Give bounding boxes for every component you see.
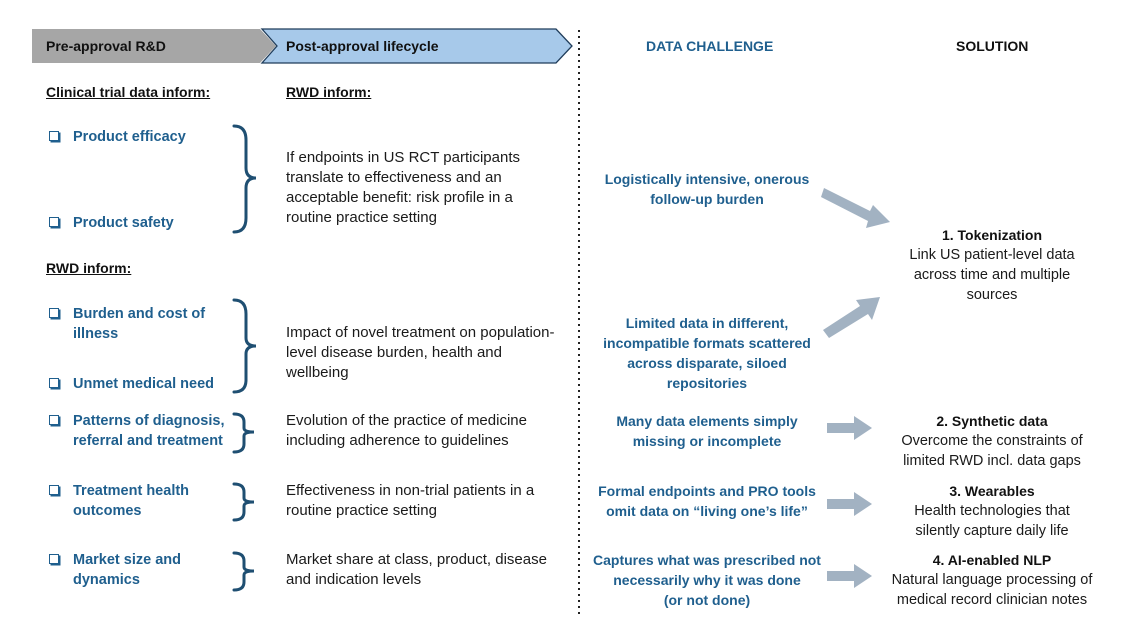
arrow-challenge5-to-nlp — [827, 564, 872, 588]
solution-3-body: Health technologies that silently captur… — [914, 503, 1070, 539]
checkbox-icon — [49, 131, 59, 141]
challenge-2: Limited data in different, incompatible … — [603, 315, 811, 391]
arrow-challenge3-to-synthetic — [827, 416, 872, 440]
challenge-3: Many data elements simply missing or inc… — [616, 413, 798, 449]
clinical-trial-heading: Clinical trial data inform: — [46, 84, 211, 100]
brace-group3 — [232, 482, 255, 522]
challenge-1: Logistically intensive, onerous follow-u… — [604, 171, 810, 207]
checkbox-icon — [49, 554, 59, 564]
solution-2-title: 2. Synthetic data — [936, 413, 1048, 429]
checkbox-icon — [49, 308, 59, 318]
checkbox-icon — [49, 217, 59, 227]
solution-4-body: Natural language processing of medical r… — [891, 572, 1093, 608]
pre-approval-label: Pre-approval R&D — [46, 38, 166, 54]
pre-approval-chevron — [32, 29, 276, 63]
group4-description: Market share at class, product, disease … — [286, 551, 547, 588]
brace-group4 — [232, 551, 255, 592]
solution-3-title: 3. Wearables — [949, 483, 1035, 499]
section1-description: If endpoints in US RCT participants tran… — [286, 149, 521, 226]
item-market-size: Market size and dynamics — [73, 552, 181, 588]
group1-description: Impact of novel treatment on population-… — [286, 324, 555, 381]
post-approval-chevron — [260, 28, 573, 64]
group2-description: Evolution of the practice of medicine in… — [286, 412, 527, 449]
brace-group1 — [232, 298, 257, 394]
rwd-inform-heading-mid: RWD inform: — [286, 84, 372, 100]
item-treatment-outcomes: Treatment health outcomes — [73, 483, 190, 519]
solution-2-body: Overcome the constraints of limited RWD … — [901, 433, 1083, 469]
checkbox-icon — [49, 415, 59, 425]
rwd-inform-heading-left: RWD inform: — [46, 260, 132, 276]
data-challenge-heading: DATA CHALLENGE — [646, 38, 774, 54]
solution-4-title: 4. AI-enabled NLP — [932, 552, 1052, 568]
solution-1-body: Link US patient-level data across time a… — [909, 247, 1075, 303]
brace-group2 — [232, 412, 255, 454]
arrow-challenge4-to-wearables — [827, 492, 872, 516]
solution-heading: SOLUTION — [956, 38, 1029, 54]
arrow-challenge1-to-tokenization — [821, 188, 890, 228]
brace-section1 — [232, 124, 257, 234]
item-burden-cost: Burden and cost of illness — [73, 306, 206, 342]
solution-1-title: 1. Tokenization — [941, 227, 1043, 243]
item-unmet-need: Unmet medical need — [73, 376, 215, 392]
item-product-safety: Product safety — [73, 215, 174, 231]
arrow-challenge2-to-tokenization — [823, 297, 880, 338]
item-patterns-diagnosis: Patterns of diagnosis, referral and trea… — [73, 413, 225, 449]
item-product-efficacy: Product efficacy — [73, 129, 186, 145]
challenge-5: Captures what was prescribed not necessa… — [593, 552, 821, 608]
post-approval-label: Post-approval lifecycle — [286, 38, 439, 54]
group3-description: Effectiveness in non-trial patients in a… — [286, 482, 535, 519]
checkbox-icon — [49, 378, 59, 388]
challenge-4: Formal endpoints and PRO tools omit data… — [598, 483, 816, 519]
checkbox-icon — [49, 485, 59, 495]
